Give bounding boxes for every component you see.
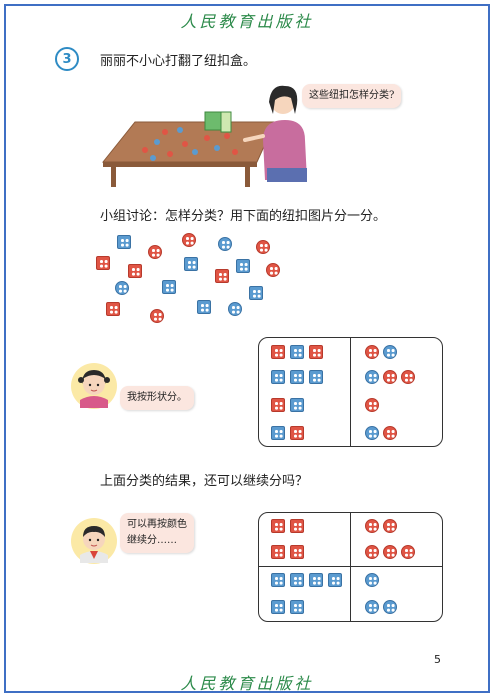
button-round-red [365,398,379,412]
button-square-blue [290,370,304,384]
button-square-blue [117,235,131,249]
button-round-red [365,345,379,359]
button-square-blue [290,398,304,412]
button-square-red [271,398,285,412]
button-round-blue [228,302,242,316]
button-square-red [215,269,229,283]
button-square-blue [328,573,342,587]
boy-speech-line1: 可以再按颜色 [127,519,187,530]
button-round-red [401,370,415,384]
button-round-red [150,309,164,323]
button-square-red [96,256,110,270]
button-round-red [365,519,379,533]
button-square-blue [290,573,304,587]
table-scene-illustration [101,85,307,187]
button-round-red [383,519,397,533]
button-round-red [401,545,415,559]
color-table-horizontal-divider [259,566,442,568]
girl-question-text: 这些纽扣怎样分类? [309,90,395,101]
boy-avatar [71,518,117,564]
button-square-blue [309,573,323,587]
button-round-red [148,245,162,259]
button-square-red [271,345,285,359]
girl-speech-bubble: 我按形状分。 [120,386,194,410]
button-square-blue [271,600,285,614]
button-square-red [271,545,285,559]
button-round-blue [365,370,379,384]
button-square-blue [309,370,323,384]
button-square-blue [184,257,198,271]
button-square-red [128,264,142,278]
button-square-blue [197,300,211,314]
button-square-blue [236,259,250,273]
girl-speech-text: 我按形状分。 [127,392,187,403]
button-round-red [383,370,397,384]
page-frame [4,4,490,693]
button-square-red [290,519,304,533]
girl-question-bubble: 这些纽扣怎样分类? [302,84,402,108]
button-square-red [271,519,285,533]
publisher-footer: 人民教育出版社 [180,674,314,693]
button-round-red [182,233,196,247]
button-round-red [365,545,379,559]
button-square-blue [290,345,304,359]
button-round-blue [365,426,379,440]
button-round-red [383,426,397,440]
girl-avatar [71,363,117,409]
button-square-blue [271,426,285,440]
button-square-blue [290,600,304,614]
button-round-red [383,545,397,559]
button-round-blue [383,600,397,614]
boy-speech-line2: 继续分…… [127,535,177,546]
button-square-red [106,302,120,316]
button-round-blue [115,281,129,295]
button-square-blue [249,286,263,300]
discussion-prompt: 小组讨论：怎样分类？用下面的纽扣图片分一分。 [100,209,387,224]
shape-table-divider [350,338,352,446]
publisher-header: 人民教育出版社 [180,12,314,31]
followup-question: 上面分类的结果，还可以继续分吗？ [100,474,309,489]
problem-statement: 丽丽不小心打翻了纽扣盒。 [100,54,257,69]
button-square-red [309,345,323,359]
button-round-blue [383,345,397,359]
button-round-red [266,263,280,277]
button-square-blue [271,370,285,384]
boy-speech-bubble: 可以再按颜色 继续分…… [120,513,194,553]
button-round-blue [365,573,379,587]
button-round-blue [218,237,232,251]
button-square-red [290,426,304,440]
page-number: 5 [434,653,441,666]
button-square-blue [271,573,285,587]
button-round-blue [365,600,379,614]
problem-number: 3 [55,47,79,71]
button-round-red [256,240,270,254]
button-square-blue [162,280,176,294]
button-square-red [290,545,304,559]
